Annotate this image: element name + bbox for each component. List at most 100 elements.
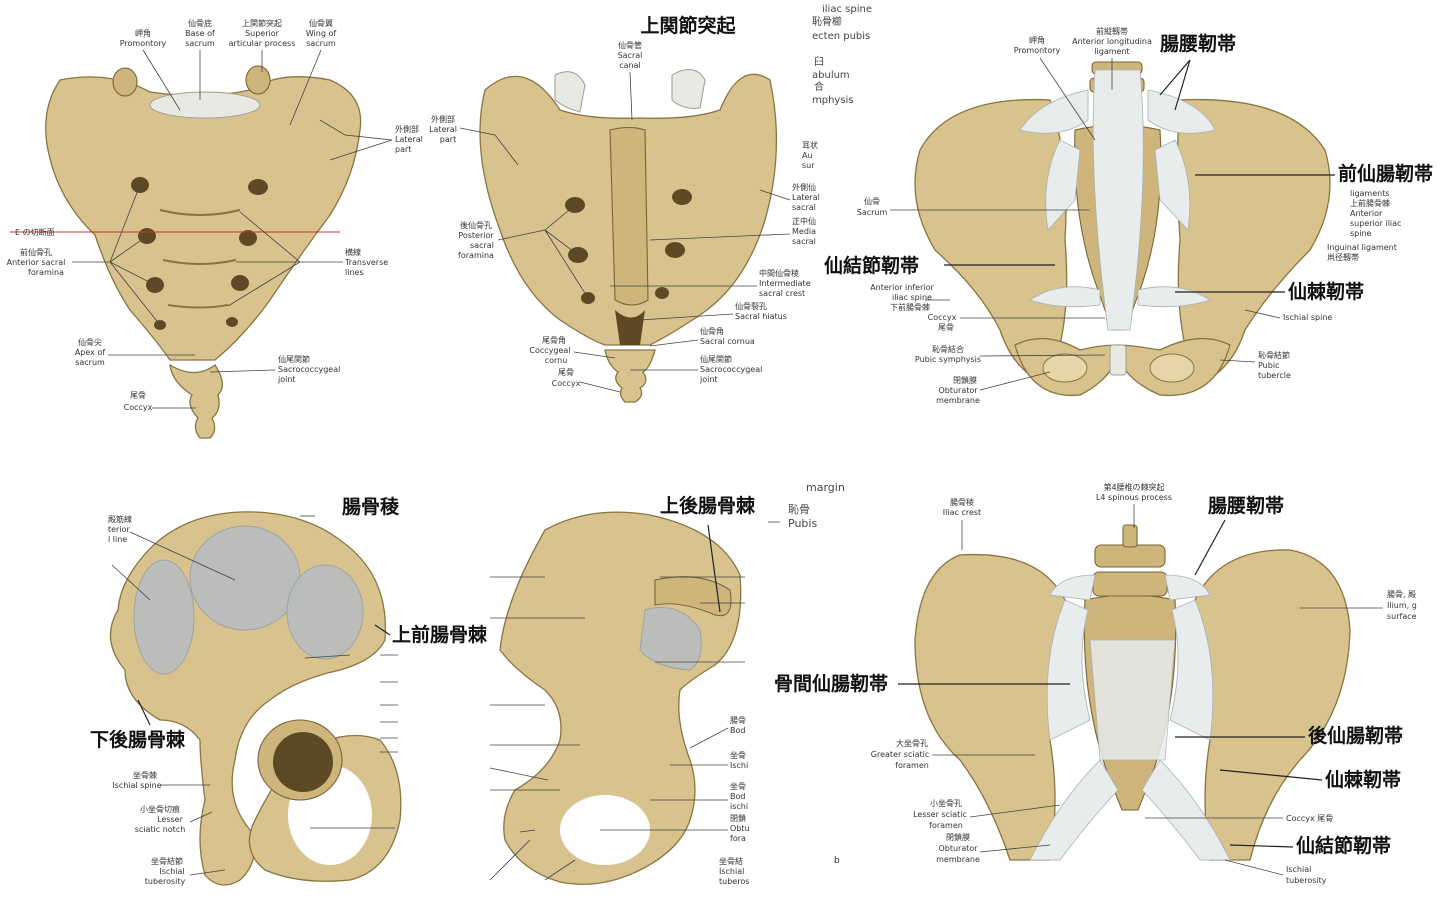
cut-label-0: iliac spine [822,4,872,15]
label-sacrococ-b-en1: Sacrococcygeal [700,365,762,374]
label-d-asis: 上前腸骨棘 [392,623,488,646]
cut-label-5: 合 [814,80,824,93]
label-median-en2: sacral [792,237,816,246]
label-c-sacrum-jp: 仙骨 [864,196,880,206]
label-sacralcornu-en: Sacral cornua [700,337,755,346]
right-superior-articular [246,66,270,94]
median-sacral-crest [610,128,648,306]
label-latcrest-jp: 外側仙 [792,182,816,192]
label-intermediate-jp: 中間仙骨稜 [759,268,799,278]
label-intermediate-en2: sacral crest [759,289,805,298]
left-obturator-membrane-c [1043,354,1087,382]
gluteus-maximus-area [287,565,363,659]
label-coccyx-b-jp: 尾骨 [558,368,574,377]
label-f-tub-en1: Ischial [1286,865,1311,874]
label-postforamina-en2: sacral [470,241,494,250]
label-e-ischium-en: Ischi [730,761,748,770]
label-sacrococ-en1: Sacrococcygeal [278,365,340,374]
label-base-en2: sacrum [185,39,215,48]
label-antforamina-en1: Anterior sacral [7,258,66,267]
label-c-obt-en1: Obturator [938,386,978,395]
label-wing-jp: 仙骨翼 [309,18,333,28]
label-e-psis: 上後腸骨棘 [660,494,756,517]
lumbar-vertebrae-f [1093,525,1167,596]
label-transverse-en1: Transverse [344,258,388,267]
label-f-interosseous: 骨間仙腸靭帯 [774,672,888,695]
label-c-obt-en2: membrane [936,396,980,405]
label-median-en1: Media [792,227,816,236]
cut-label-3: 臼 [814,56,824,68]
label-supart-jp: 上関節突起 [242,18,282,28]
label-transverse-jp: 横線 [345,247,361,257]
label-f-sacrospinous: 仙棘靭帯 [1325,768,1401,791]
label-c-antsacroiliac: 前仙腸靭帯 [1338,162,1433,185]
label-lateral-b-en1: Lateral [429,125,457,134]
label-c-aiis-en1: Anterior inferior [870,283,934,292]
label-lateral-jp: 外側部 [395,124,419,134]
label-base-en1: Base of [185,29,215,38]
label-sacrococ-jp: 仙尾関節 [278,354,310,364]
label-c-symph-en: Pubic symphysis [915,355,981,364]
label-f-lesser-en2: foramen [929,821,963,830]
label-hiatus-jp: 仙骨裂孔 [735,301,767,311]
label-c-ischialspine: Ischial spine [1283,313,1332,322]
acetabular-fossa-d [273,732,333,792]
label-lateral-b-en2: part [440,135,456,144]
left-ilium-c [915,100,1067,375]
label-sacrococ-b-en2: joint [699,375,718,384]
label-median-jp: 正中仙 [792,216,816,226]
label-e-obt-jp: 閉鎖 [730,813,746,823]
label-f-greater-en1: Greater sciatic [871,750,929,759]
label-f-sacrotuberous: 仙結節靭帯 [1296,834,1391,857]
label-apex-en1: Apex of [75,348,106,357]
label-apex-jp: 仙骨尖 [78,337,102,347]
label-f-tub-en2: tuberosity [1286,876,1327,885]
label-c-sacrotuberous: 仙結節靭帯 [824,254,919,277]
label-f-greater-en2: foramen [895,761,929,770]
label-coccyx-b-en: Coccyx [552,379,581,388]
label-e-figletter: b [834,856,840,866]
label-c-asis-0: ligaments [1350,189,1390,198]
label-f-greater-jp: 大坐骨孔 [896,738,928,748]
label-c-tub-en1: Pubic [1258,361,1279,370]
right-obturator-membrane-c [1150,354,1194,382]
label-auricular-en1: Au [802,151,813,160]
label-base-jp: 仙骨底 [188,18,212,28]
label-d-lesser-en1: Lesser [157,815,183,824]
label-c-asis-4: spine [1350,229,1372,238]
label-auricular-jp: 耳状 [802,140,818,150]
gluteus-medius-area [190,526,300,630]
label-c-inguinal-jp: 鼡径靱帯 [1327,252,1359,262]
label-c-asis-2: Anterior [1350,209,1383,218]
panel-b-sacrum-posterior: 上関節突起 仙骨管 Sacral canal 外側部 Lateral part … [429,4,872,402]
label-promontory-jp: 岬角 [135,28,151,38]
label-postforamina-en1: Posterior [458,231,494,240]
label-latcrest-en2: sacral [792,203,816,212]
label-f-iliolumbar: 腸腰靭帯 [1208,494,1284,517]
label-lateral-en2: part [395,145,411,154]
label-c-obt-jp: 閉鎖膜 [953,375,977,385]
label-hiatus-en: Sacral hiatus [735,312,787,321]
label-promontory-en: Promontory [120,39,167,48]
label-e-margin: margin [806,481,845,494]
label-sacralcanal-en2: canal [619,61,641,70]
label-auricular-en2: sur [802,161,815,170]
label-c-asis-3: superior iliac [1350,219,1401,228]
label-d-gluteal-en2: l line [108,535,127,544]
label-e-ischium-jp: 坐骨 [730,751,746,760]
label-f-ilium-jp: 腸骨, 殿 [1387,590,1416,599]
label-sup-art-big: 上関節突起 [640,14,736,37]
label-c-coccyx-en: Coccyx [928,313,957,322]
label-postforamina-en3: foramina [458,251,494,260]
label-c-symph-jp: 恥骨結合 [932,344,964,354]
label-coccornu-en2: cornu [545,356,568,365]
label-c-alig-en1: Anterior longitudina [1072,37,1152,46]
label-f-lesser-jp: 小坐骨孔 [930,799,962,808]
label-e-pubis-jp: 恥骨 [788,503,810,516]
label-f-lesser-en1: Lesser sciatic [913,810,967,819]
pubic-symphysis-c [1110,345,1126,375]
panel-d-hip-lateral: 殿筋線 terior l line 坐骨棘 Ischial spine 小坐骨切… [90,495,488,886]
label-e-ischbody-jp: 坐骨 [730,782,746,791]
label-c-iliolumbar: 腸腰靭帯 [1160,32,1236,55]
label-c-promontory-en: Promontory [1014,46,1061,55]
